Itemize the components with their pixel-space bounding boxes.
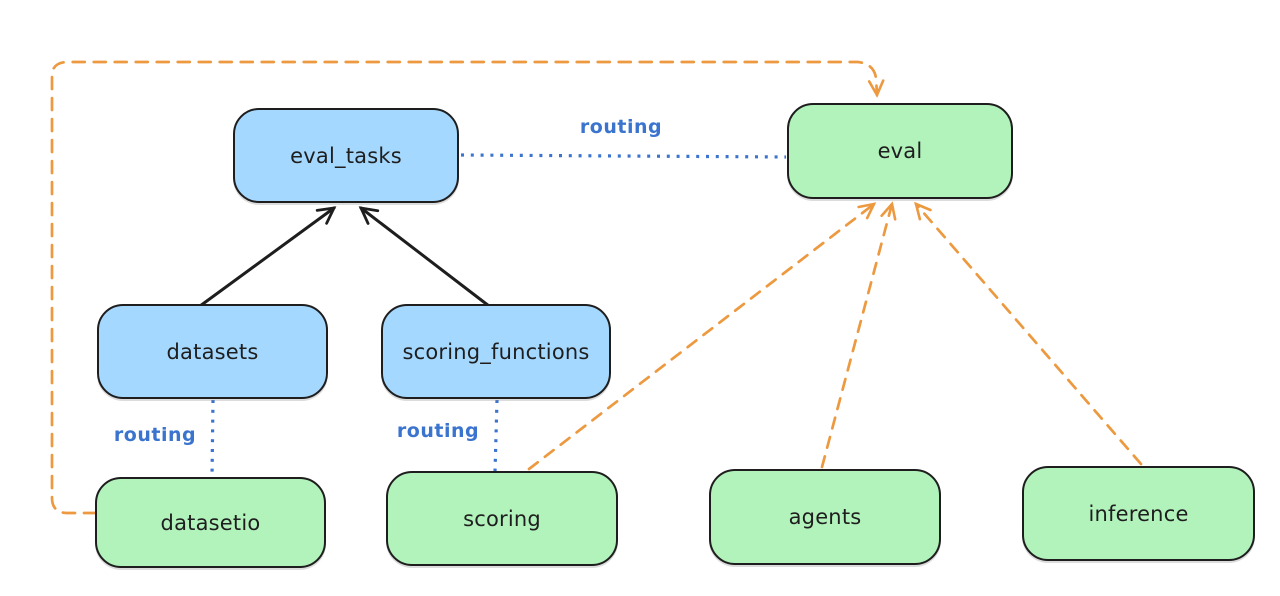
edge-scoring-to-eval [527, 202, 877, 471]
node-eval-tasks: eval_tasks [233, 108, 459, 203]
edge-datasets-to-eval-tasks [198, 206, 337, 308]
node-datasetio-label: datasetio [160, 510, 261, 535]
routing-label-datasets-datasetio: routing [113, 424, 197, 446]
edge-inference-to-eval [914, 201, 1143, 466]
edge-datasets-to-datasetio-routing [210, 399, 215, 478]
node-datasets: datasets [97, 304, 328, 399]
node-agents-label: agents [788, 505, 862, 529]
node-inference-label: inference [1088, 501, 1189, 526]
edge-datasetio-to-eval [50, 60, 885, 515]
node-inference: inference [1022, 466, 1255, 561]
routing-label-eval-tasks-eval: routing [579, 116, 663, 138]
node-scoring: scoring [386, 471, 618, 566]
node-eval-label: eval [877, 139, 923, 163]
node-agents: agents [709, 469, 941, 565]
edge-scoring-functions-to-eval-tasks [358, 206, 491, 308]
node-datasets-label: datasets [166, 339, 259, 364]
node-eval-tasks-label: eval_tasks [290, 143, 402, 168]
node-scoring-label: scoring [463, 506, 541, 531]
node-scoring-functions: scoring_functions [381, 304, 611, 399]
routing-label-scoring-functions-scoring: routing [396, 420, 480, 442]
edge-agents-to-eval [820, 201, 897, 469]
node-datasetio: datasetio [95, 477, 326, 568]
edge-eval-tasks-to-eval-routing [460, 153, 787, 159]
node-scoring-functions-label: scoring_functions [402, 339, 590, 364]
edge-scoring-functions-to-scoring-routing [493, 399, 499, 473]
node-eval: eval [787, 103, 1013, 199]
